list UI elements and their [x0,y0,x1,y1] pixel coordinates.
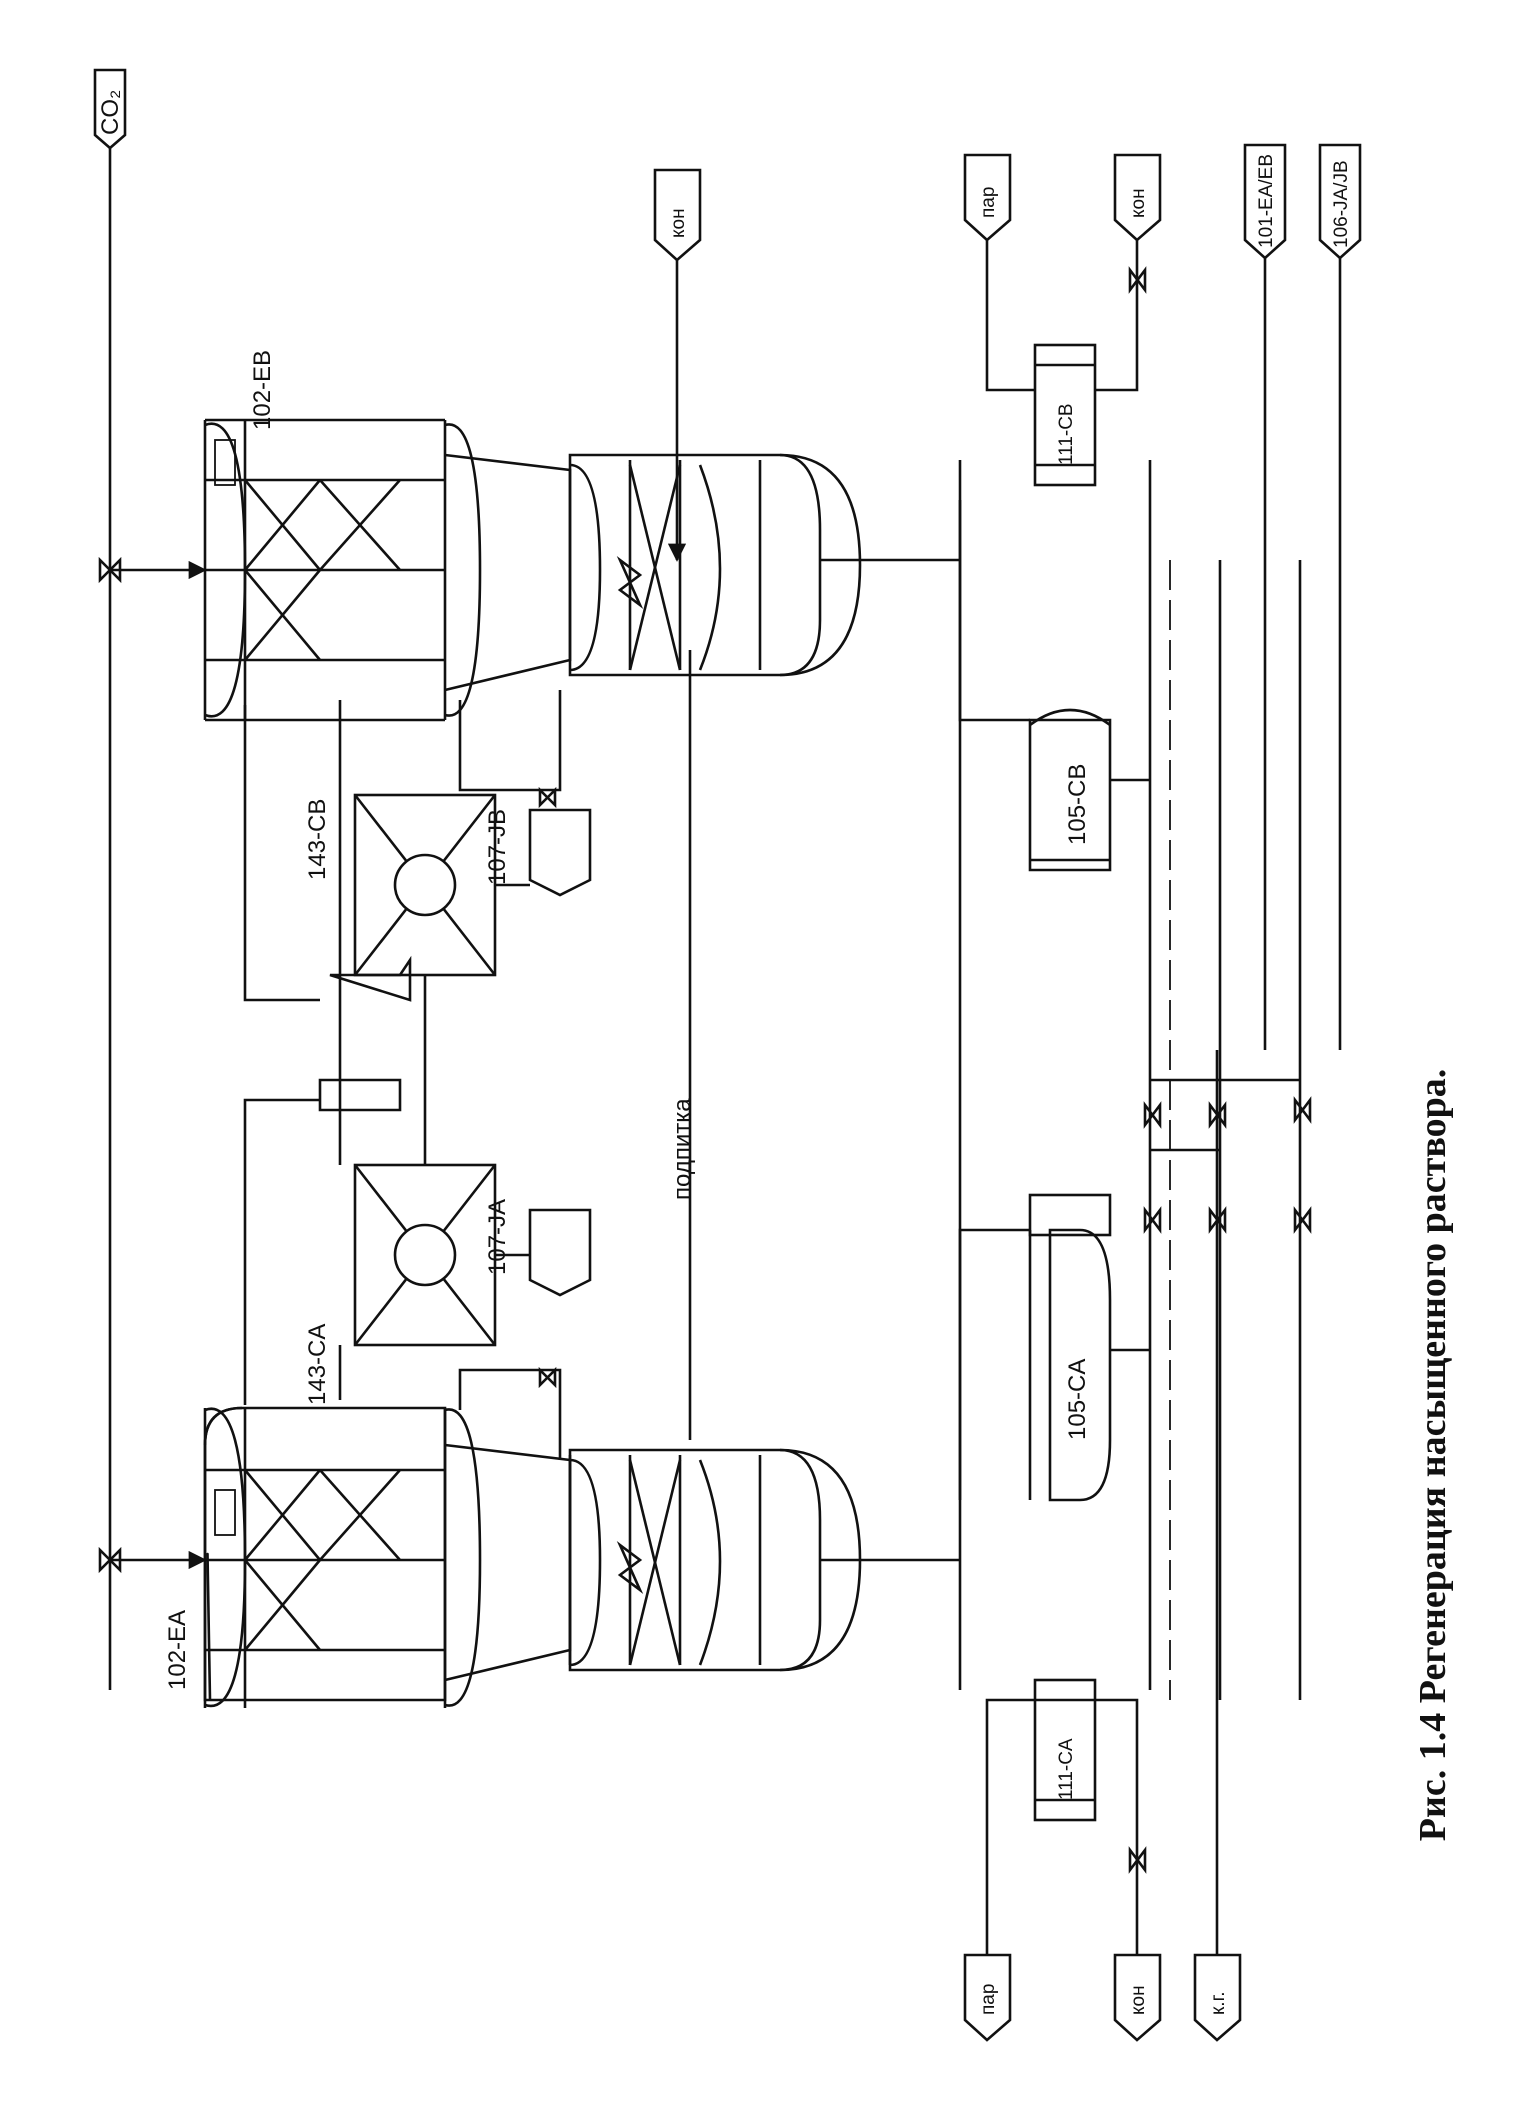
valve-symbols [98,266,1312,1874]
vessel-107-jb [528,808,592,897]
drum-105-ca [1028,1193,1112,1502]
label-107-ja: 107-JA [484,1199,511,1275]
drum-105-cb [1028,708,1112,872]
label-105-cb: 105-CB [1064,764,1091,845]
figure-caption: Рис. 1.4 Регенерация насыщенного раствор… [1412,1069,1454,1841]
vessel-107-ja [528,1208,592,1297]
air-cooler-143-ca [353,1163,497,1347]
label-105-ca: 105-CA [1064,1359,1091,1440]
column-102-eb [203,418,862,722]
label-podpitka: подпитка [669,1098,696,1200]
tag-kon-right: кон [1128,188,1149,218]
tag-101-ea-eb: 101-EA/EB [1256,154,1277,248]
tag-kon-left: кон [1128,1985,1149,2015]
tag-par-left: пар [978,1984,999,2015]
label-102-ea: 102-EA [164,1610,191,1690]
tag-kon-top: кон [668,208,689,238]
column-102-ea [203,1406,862,1708]
air-cooler-143-cb [353,793,497,977]
reboiler-111-cb [1033,343,1097,487]
label-111-ca: 111-CA [1056,1738,1077,1800]
label-111-cb: 111-CB [1056,403,1077,465]
reboiler-111-ca [1033,1678,1097,1822]
tag-kg: к.г. [1208,1992,1229,2015]
label-143-ca: 143-CA [304,1324,331,1405]
label-107-jb: 107-JB [484,809,511,885]
label-102-eb: 102-EB [249,350,276,430]
tag-co2: CO₂ [97,90,124,135]
tag-par-right: пар [978,187,999,218]
label-143-cb: 143-CB [304,799,331,880]
tag-106-ja-jb: 106-JA/JB [1331,160,1352,248]
